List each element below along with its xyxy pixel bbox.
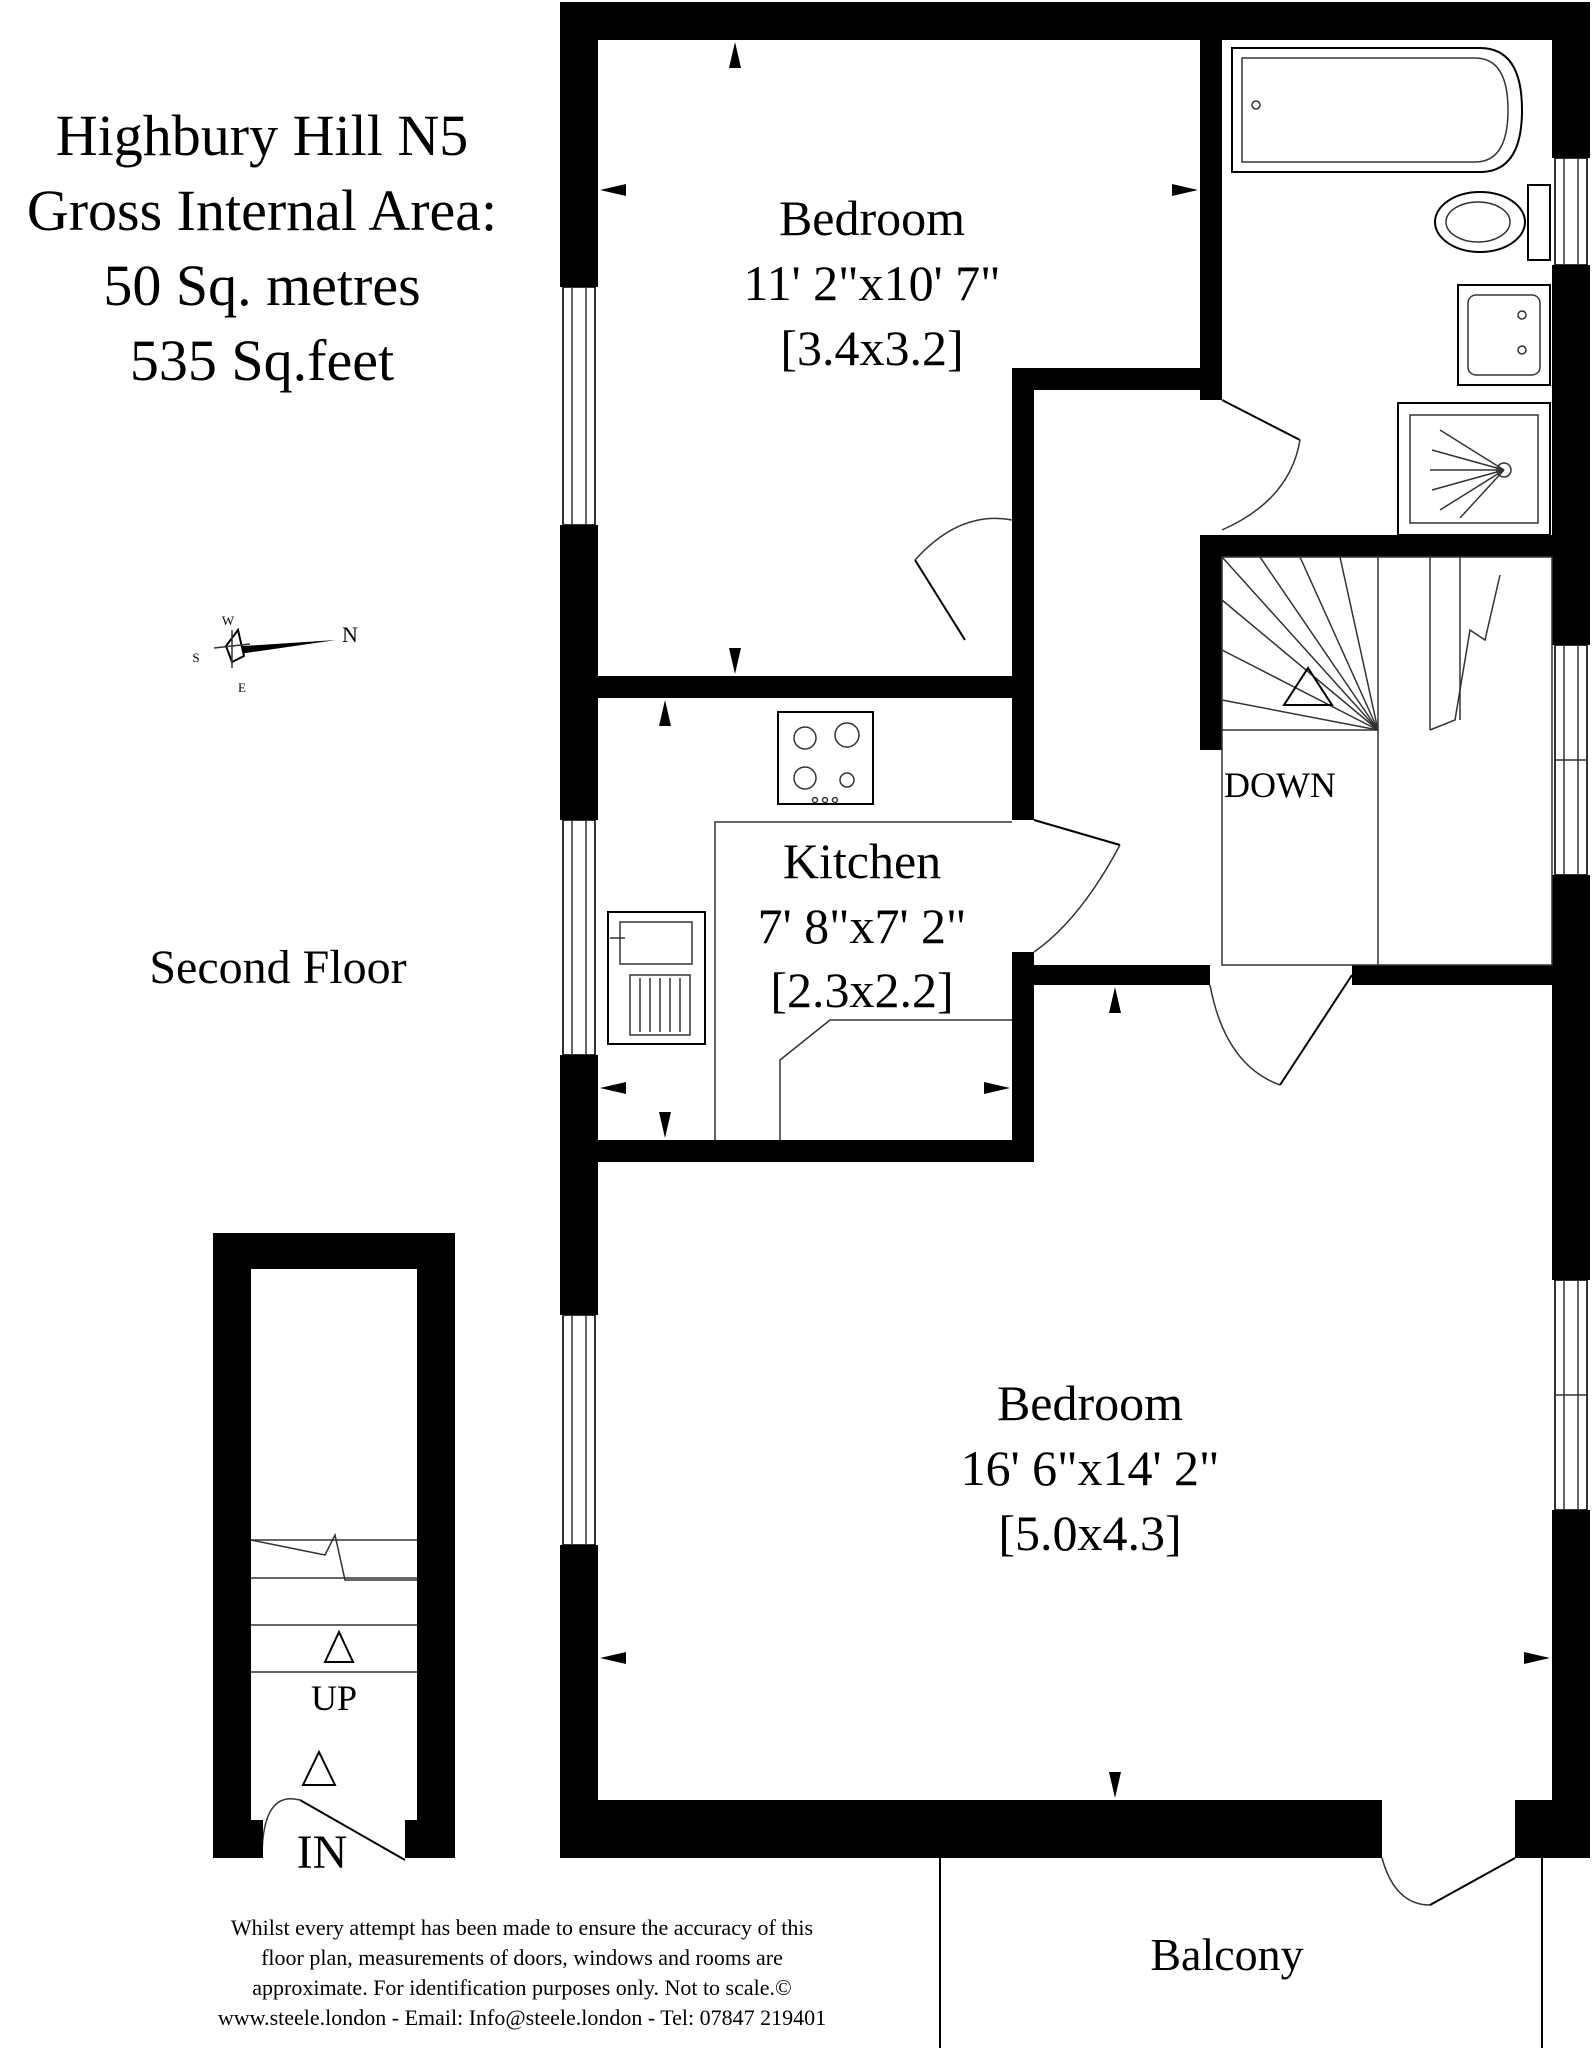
stairs-down-label: DOWN [1224, 765, 1336, 805]
kitchen-imperial: 7' 8"x7' 2" [758, 898, 967, 954]
balcony-outline [939, 1858, 1543, 2048]
bedroom1-imperial: 11' 2"x10' 7" [744, 255, 1001, 311]
header-area-metres: 50 Sq. metres [103, 253, 420, 318]
bedroom1-name: Bedroom [779, 190, 965, 246]
bedroom1-metric: [3.4x3.2] [780, 320, 963, 376]
doors [261, 399, 1516, 1906]
entrance-in-label: IN [297, 1826, 348, 1879]
disclaimer: Whilst every attempt has been made to en… [218, 1915, 826, 2030]
header-gia-label: Gross Internal Area: [27, 178, 497, 243]
header-address: Highbury Hill N5 [56, 103, 468, 168]
outer-walls [560, 2, 1590, 1858]
floor-label: Second Floor [149, 941, 406, 994]
bedroom2-name: Bedroom [997, 1375, 1183, 1431]
disclaimer-line3: approximate. For identification purposes… [252, 1975, 792, 2000]
stairs-down [1221, 556, 1553, 966]
dimension-arrows [600, 42, 1550, 1798]
header-text: Highbury Hill N5 Gross Internal Area: 50… [27, 103, 497, 393]
kitchen-fixtures [607, 711, 1012, 1140]
kitchen-metric: [2.3x2.2] [770, 962, 953, 1018]
bedroom2-metric: [5.0x4.3] [998, 1505, 1181, 1561]
compass-letters: N W S E [192, 613, 358, 695]
bedroom2-label: Bedroom 16' 6"x14' 2" [5.0x4.3] [961, 1375, 1220, 1561]
bathroom-fixtures [1231, 47, 1551, 536]
kitchen-name: Kitchen [783, 833, 941, 889]
bedroom1-label: Bedroom 11' 2"x10' 7" [3.4x3.2] [744, 190, 1001, 376]
bedroom2-imperial: 16' 6"x14' 2" [961, 1440, 1220, 1496]
entrance-stair [213, 1233, 455, 1858]
header-area-feet: 535 Sq.feet [130, 328, 394, 393]
compass-s: S [192, 650, 199, 665]
balcony-label: Balcony [1150, 1929, 1303, 1980]
kitchen-label: Kitchen 7' 8"x7' 2" [2.3x2.2] [758, 833, 967, 1018]
compass-n: N [342, 622, 358, 647]
compass-w: W [222, 613, 235, 628]
compass-rose [213, 627, 336, 668]
interior-walls [590, 30, 1572, 1162]
windows [562, 157, 1588, 1546]
disclaimer-line1: Whilst every attempt has been made to en… [231, 1915, 813, 1940]
disclaimer-line2: floor plan, measurements of doors, windo… [261, 1945, 783, 1970]
compass-e: E [238, 680, 246, 695]
disclaimer-line4: www.steele.london - Email: Info@steele.l… [218, 2005, 826, 2030]
stairs-up-label: UP [311, 1678, 357, 1718]
